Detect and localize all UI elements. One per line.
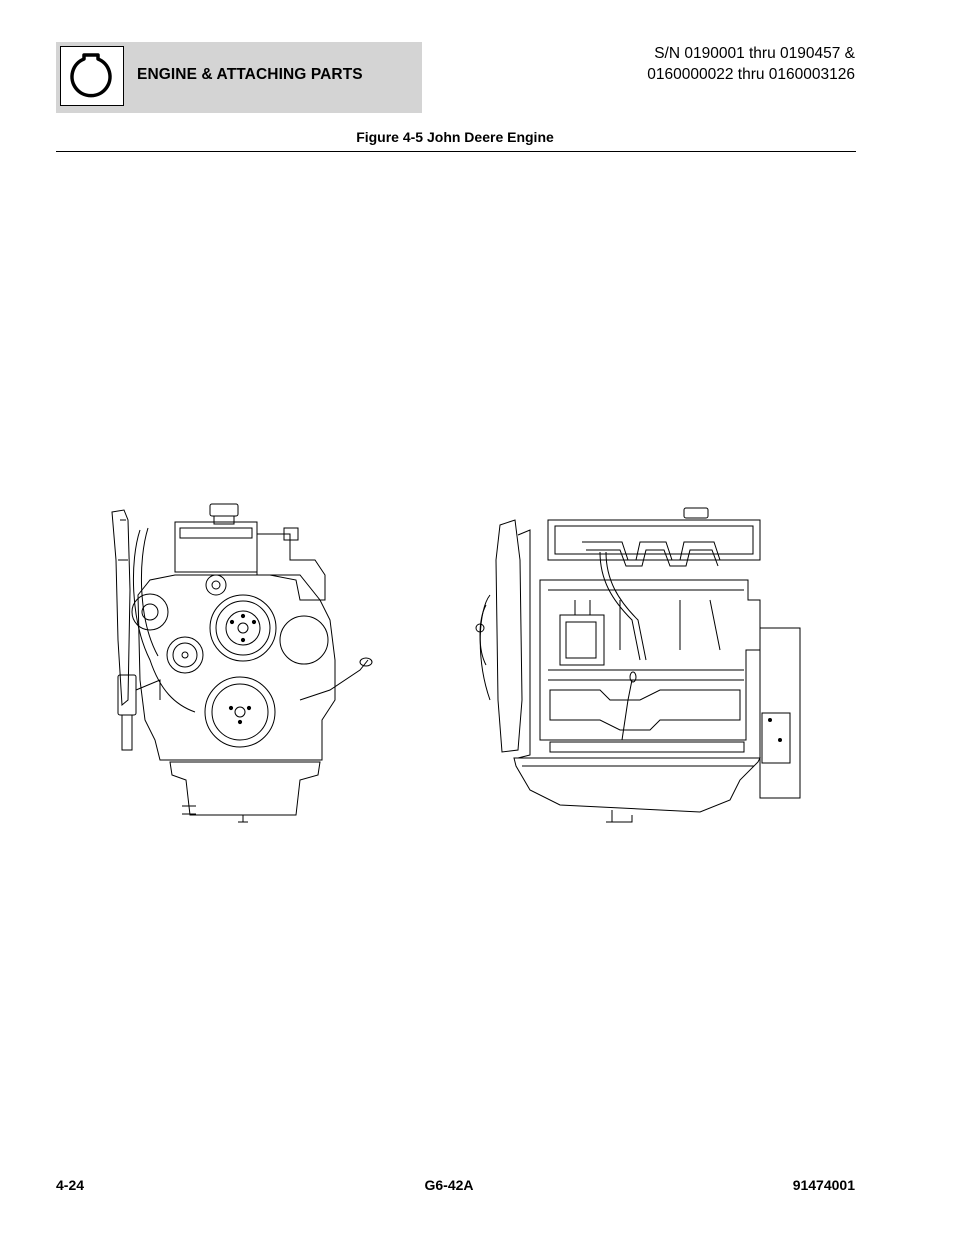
- serial-line-1: S/N 0190001 thru 0190457 &: [654, 45, 855, 62]
- serial-number-range: S/N 0190001 thru 0190457 & 0160000022 th…: [647, 43, 855, 85]
- footer-model: G6-42A: [424, 1177, 474, 1193]
- serial-line-2: 0160000022 thru 0160003126: [647, 66, 855, 83]
- header-divider: [56, 151, 856, 152]
- footer-page-number: 4-24: [56, 1177, 85, 1193]
- footer-part-number: 91474001: [792, 1177, 855, 1193]
- engine-front-view: [111, 503, 373, 823]
- engine-side-view: [475, 507, 801, 823]
- figure-caption: Figure 4-5 John Deere Engine: [356, 129, 554, 145]
- section-title: ENGINE & ATTACHING PARTS: [137, 66, 363, 83]
- engine-outline-icon: [60, 46, 124, 106]
